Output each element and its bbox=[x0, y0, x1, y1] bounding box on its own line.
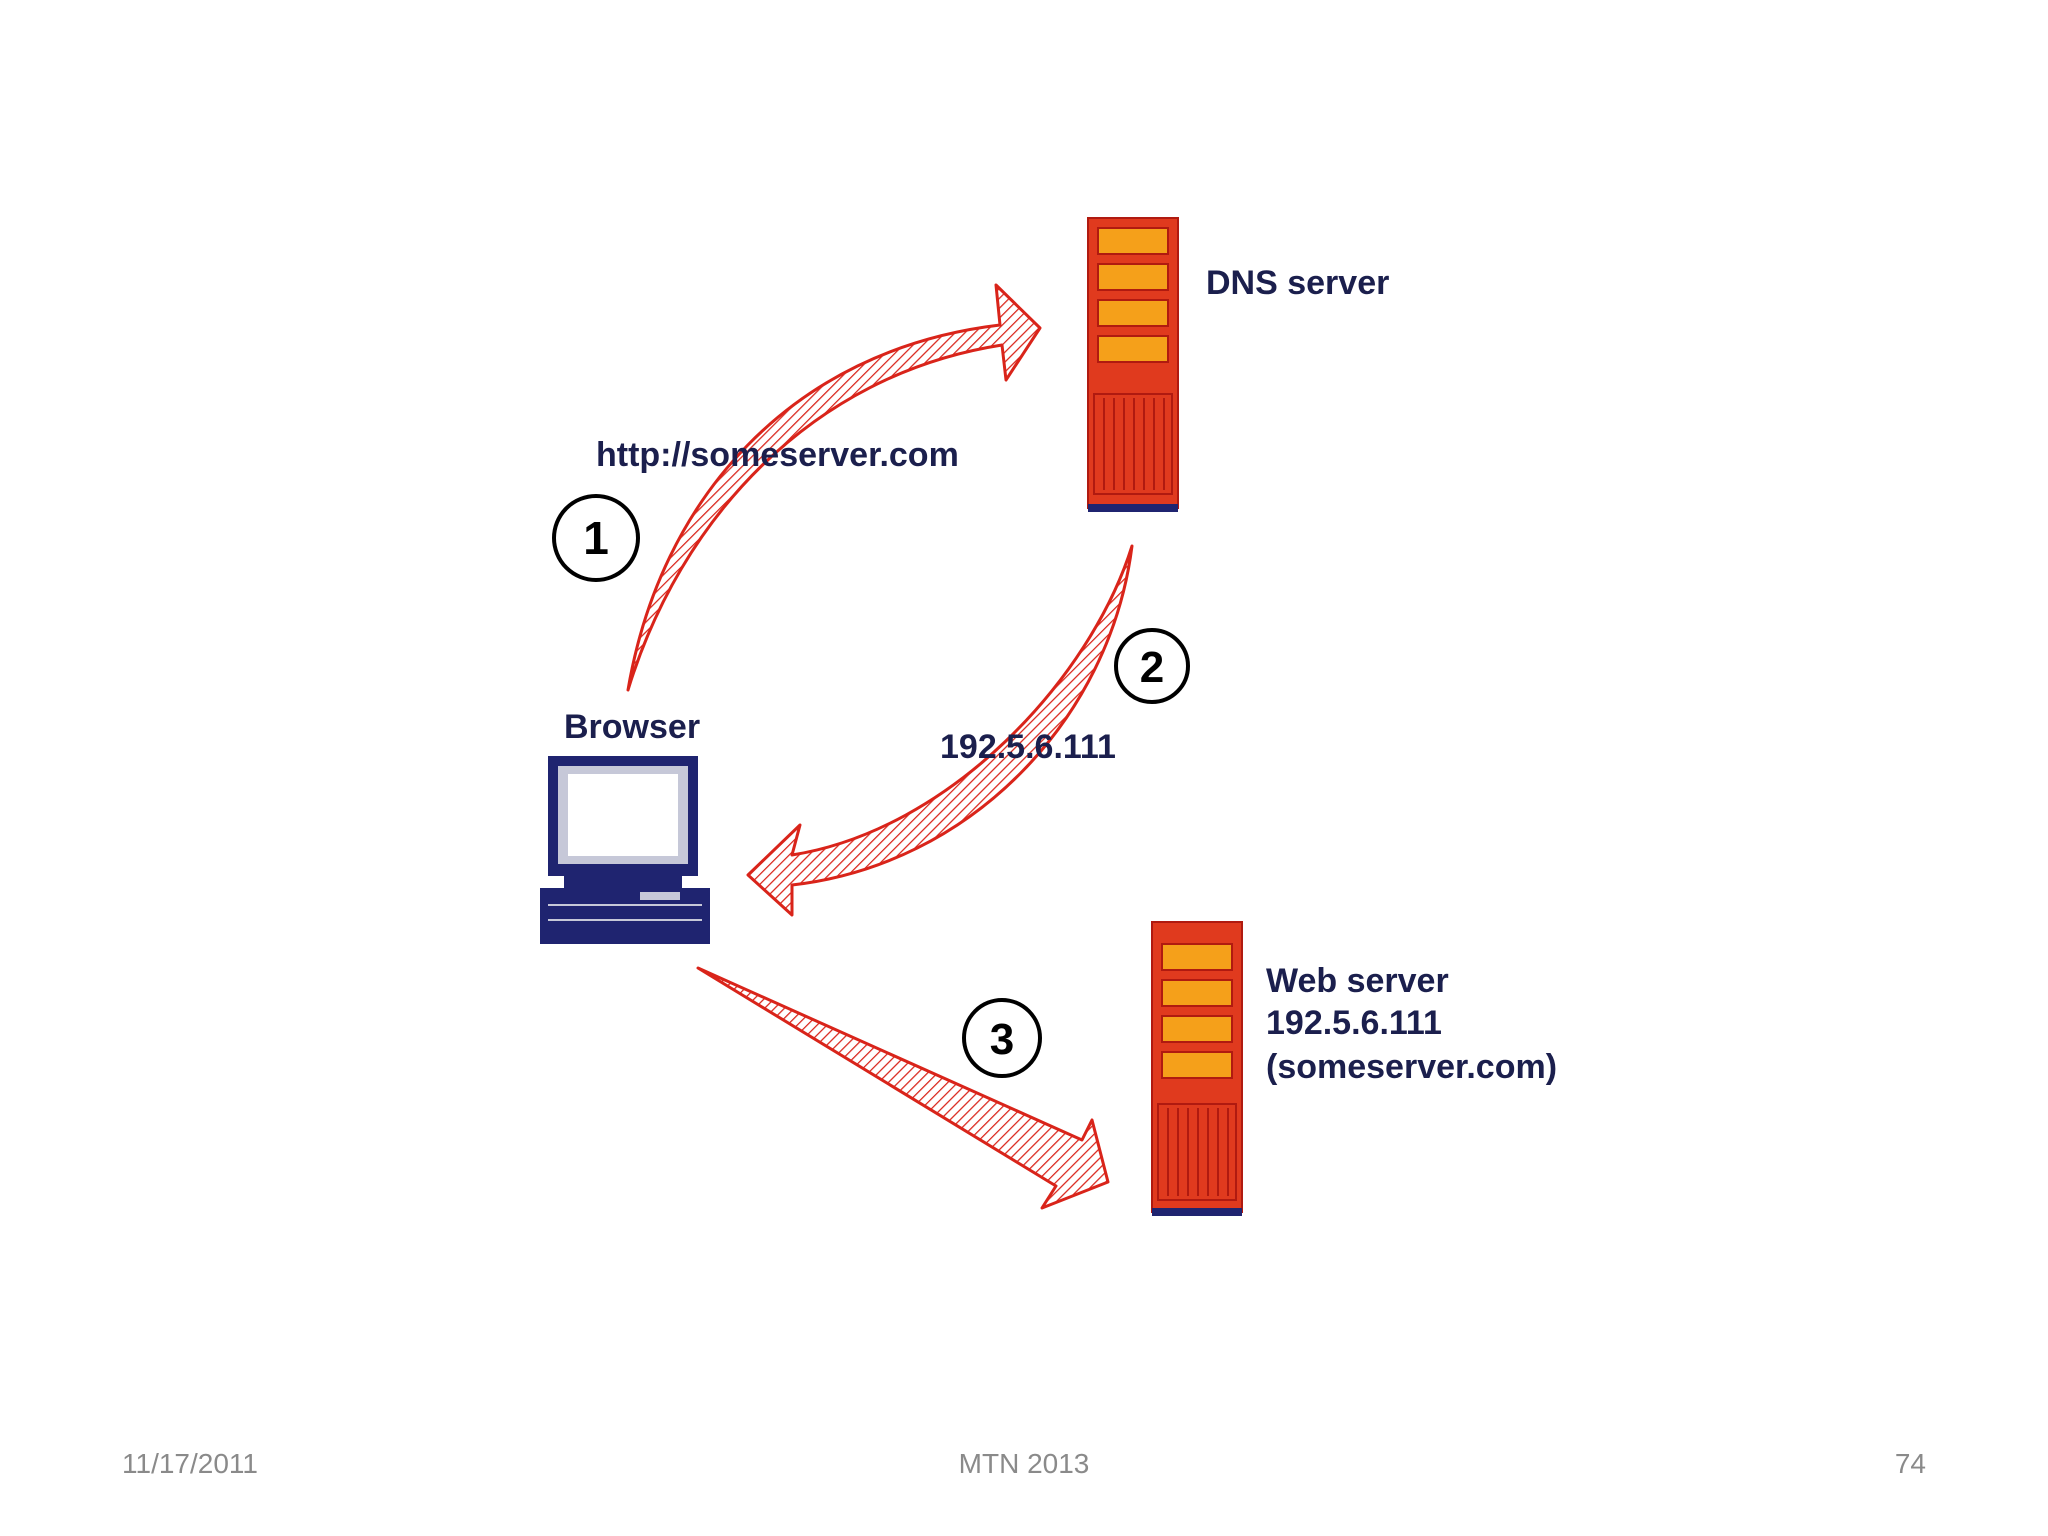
dns-server-label: DNS server bbox=[1206, 264, 1389, 302]
step-2-badge: 2 bbox=[1114, 628, 1190, 704]
arrow-step-3 bbox=[696, 966, 1110, 1210]
request-url-label: http://someserver.com bbox=[596, 436, 959, 474]
computer-icon bbox=[540, 756, 710, 944]
web-server-host-label: (someserver.com) bbox=[1266, 1048, 1557, 1086]
svg-text:3: 3 bbox=[990, 1015, 1014, 1064]
web-server-label: Web server bbox=[1266, 962, 1449, 1000]
svg-text:1: 1 bbox=[583, 512, 609, 564]
step-3-badge: 3 bbox=[962, 998, 1042, 1078]
footer-title: MTN 2013 bbox=[958, 1448, 1090, 1479]
browser-label: Browser bbox=[564, 708, 700, 746]
web-server-icon bbox=[1151, 921, 1243, 1216]
web-server-ip-label: 192.5.6.111 bbox=[1266, 1004, 1442, 1042]
arrow-step-2 bbox=[746, 544, 1134, 917]
footer-date: 11/17/2011 bbox=[122, 1448, 258, 1479]
svg-text:2: 2 bbox=[1140, 643, 1164, 692]
resolved-ip-label: 192.5.6.111 bbox=[940, 728, 1116, 766]
step-1-badge: 1 bbox=[552, 494, 640, 582]
dns-server-icon bbox=[1087, 217, 1179, 512]
arrow-step-1 bbox=[626, 283, 1042, 692]
footer-page-number: 74 bbox=[1894, 1448, 1926, 1479]
